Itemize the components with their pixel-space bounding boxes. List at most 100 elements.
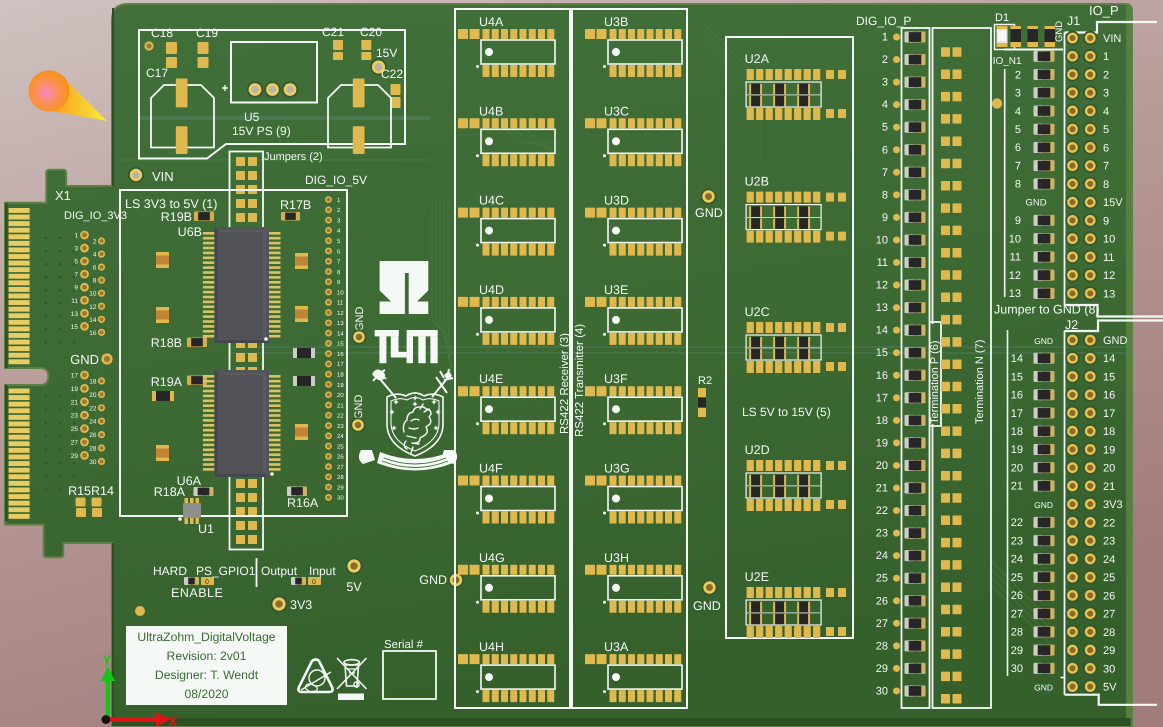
svg-text:13: 13 [1009,288,1021,300]
svg-text:U4F: U4F [479,462,503,476]
svg-text:22: 22 [337,413,344,420]
svg-text:Serial #: Serial # [384,639,424,651]
svg-text:X1: X1 [55,188,71,203]
svg-text:4: 4 [1015,106,1021,118]
svg-text:25: 25 [1103,572,1115,584]
svg-text:GND: GND [693,599,721,613]
svg-text:U2C: U2C [745,305,770,319]
svg-text:Output: Output [261,564,298,578]
svg-text:9: 9 [1103,215,1109,227]
svg-text:29: 29 [1011,645,1023,657]
svg-text:IO_P: IO_P [1089,3,1119,18]
svg-text:12: 12 [1009,270,1021,282]
svg-text:5V: 5V [346,580,362,594]
svg-text:24: 24 [337,433,344,440]
svg-text:26: 26 [337,454,344,461]
svg-text:8: 8 [1015,179,1021,191]
svg-text:GND: GND [1034,683,1053,693]
svg-text:19: 19 [876,437,888,449]
svg-text:27: 27 [876,618,888,630]
svg-text:17: 17 [71,373,79,380]
svg-text:26: 26 [876,595,888,607]
svg-text:6: 6 [882,144,888,156]
svg-text:28: 28 [876,640,888,652]
svg-text:VIN: VIN [152,169,174,184]
svg-text:18: 18 [1011,426,1023,438]
svg-text:U2E: U2E [745,570,769,584]
svg-text:J1: J1 [1067,14,1080,28]
svg-text:U2A: U2A [745,52,770,66]
svg-text:R2: R2 [698,375,712,387]
svg-text:5V: 5V [1103,682,1117,694]
svg-text:13: 13 [337,320,344,327]
svg-text:21: 21 [337,402,344,409]
svg-text:24: 24 [1103,554,1115,566]
svg-text:GND: GND [70,352,99,367]
svg-text:12: 12 [1103,270,1115,282]
svg-text:UltraZohm_DigitalVoltage: UltraZohm_DigitalVoltage [137,630,275,644]
svg-text:28: 28 [89,446,97,453]
svg-text:GND: GND [353,395,365,420]
svg-text:12: 12 [337,310,344,317]
svg-text:8: 8 [1103,179,1109,191]
svg-text:U3F: U3F [604,372,628,386]
svg-text:13: 13 [1103,288,1115,300]
svg-text:30: 30 [1011,663,1023,675]
svg-text:25: 25 [337,443,344,450]
svg-text:23: 23 [1011,535,1023,547]
svg-text:6: 6 [93,265,97,272]
svg-text:15V: 15V [1103,197,1123,209]
svg-text:23: 23 [71,413,79,420]
svg-text:11: 11 [1010,252,1021,264]
svg-text:U4E: U4E [479,372,503,386]
svg-text:8: 8 [337,269,341,276]
svg-text:11: 11 [337,300,344,307]
svg-text:14: 14 [89,317,97,324]
svg-text:D1: D1 [995,12,1009,24]
svg-text:6: 6 [1103,142,1109,154]
svg-text:U4G: U4G [479,551,505,565]
svg-text:GND: GND [354,307,366,332]
svg-text:28: 28 [1103,627,1115,639]
svg-text:LS 3V3 to 5V (1): LS 3V3 to 5V (1) [125,197,217,211]
svg-text:R19B: R19B [161,210,192,224]
svg-text:IO_N1: IO_N1 [993,56,1022,67]
svg-text:26: 26 [1011,590,1023,602]
svg-text:3: 3 [1103,88,1109,100]
svg-text:GND: GND [1103,335,1128,347]
svg-text:14: 14 [337,330,344,337]
svg-text:18: 18 [337,371,344,378]
svg-text:22: 22 [1103,517,1115,529]
svg-text:J2: J2 [1065,318,1078,332]
svg-text:R16A: R16A [287,496,319,510]
svg-text:7: 7 [1103,161,1109,173]
svg-text:5: 5 [1103,124,1109,136]
svg-text:0: 0 [312,579,316,586]
svg-text:23: 23 [337,423,344,430]
svg-text:U6A: U6A [177,474,202,488]
svg-text:1: 1 [74,233,78,240]
svg-text:DIG_IO_5V: DIG_IO_5V [305,173,367,187]
svg-text:U4C: U4C [479,194,504,208]
svg-text:10: 10 [1009,233,1021,245]
svg-text:C21: C21 [322,25,344,39]
svg-text:16: 16 [876,370,888,382]
svg-text:27: 27 [71,440,79,447]
svg-text:16: 16 [89,330,97,337]
svg-text:U3D: U3D [604,194,629,208]
svg-text:U3G: U3G [604,462,630,476]
svg-text:17: 17 [337,361,344,368]
svg-text:19: 19 [337,382,344,389]
svg-text:Input: Input [309,564,336,578]
svg-text:5: 5 [1015,124,1021,136]
svg-text:22: 22 [89,405,97,412]
svg-text:25: 25 [876,573,888,585]
svg-text:Designer: T. Wendt: Designer: T. Wendt [155,668,259,682]
svg-text:4: 4 [337,228,341,235]
svg-text:18: 18 [89,379,97,386]
svg-text:U2D: U2D [745,443,770,457]
svg-text:U3A: U3A [604,640,629,654]
svg-text:2: 2 [1103,69,1109,81]
svg-text:16: 16 [337,351,344,358]
svg-text:Jumpers (2): Jumpers (2) [264,151,323,163]
